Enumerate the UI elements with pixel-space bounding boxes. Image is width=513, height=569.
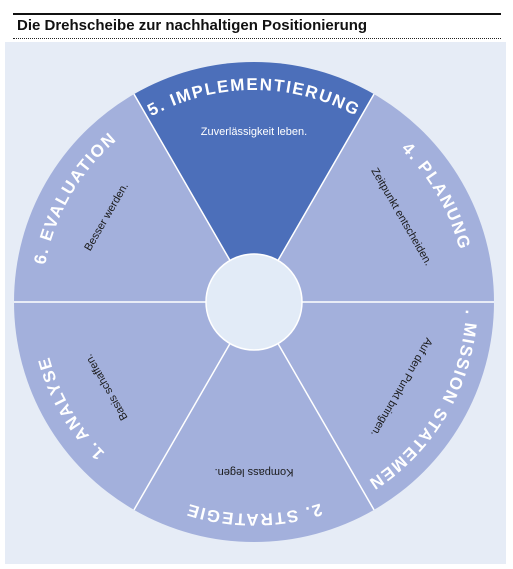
segment-2-strategie: [134, 302, 374, 543]
dotted-rule: [13, 38, 501, 39]
segment-3-mission-statement: [254, 302, 494, 510]
segment-subtitle-5-implementierung: Zuverlässigkeit leben.: [201, 126, 307, 138]
segment-subtitle-2-strategie: Kompass legen.: [215, 466, 294, 478]
wheel-hub: [205, 253, 303, 351]
top-rule: [13, 13, 501, 15]
segment-1-analyse: [14, 302, 254, 510]
wheel-segments: [14, 61, 494, 543]
segment-5-implementierung: [134, 61, 374, 303]
figure-title: Die Drehscheibe zur nachhaltigen Positio…: [17, 17, 368, 34]
segment-6-evaluation: [14, 94, 254, 303]
segment-4-planung: [254, 94, 494, 303]
